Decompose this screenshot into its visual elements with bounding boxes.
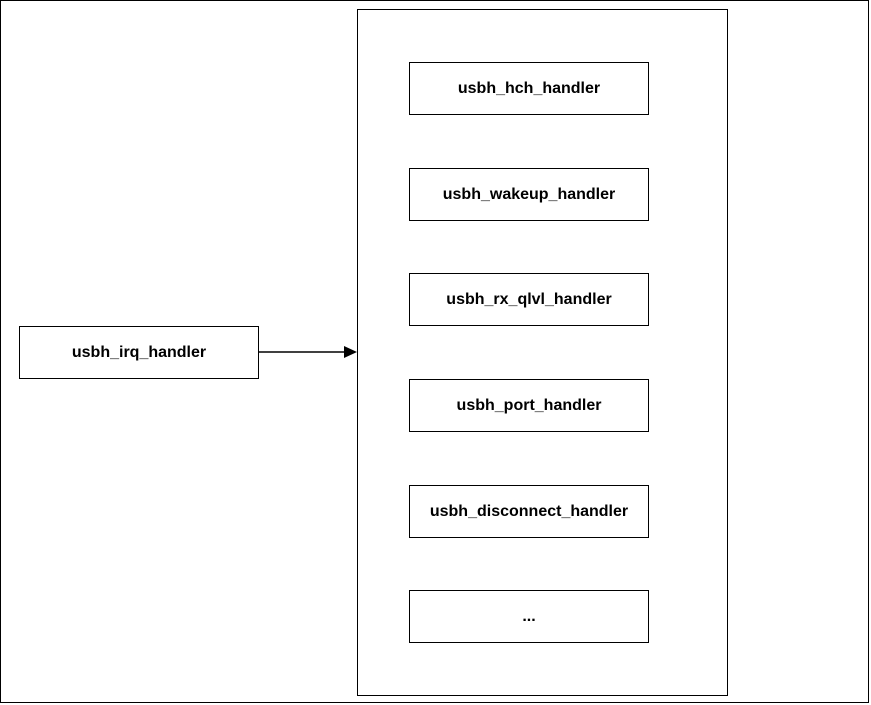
- irq-handler-box: usbh_irq_handler: [19, 326, 259, 379]
- more-handlers-box: ...: [409, 590, 649, 643]
- arrow-head: [344, 346, 357, 358]
- rx-qlvl-handler-label: usbh_rx_qlvl_handler: [446, 290, 612, 308]
- hch-handler-box: usbh_hch_handler: [409, 62, 649, 115]
- irq-handler-label: usbh_irq_handler: [71, 343, 207, 361]
- handler-group-container: [357, 9, 728, 696]
- wakeup-handler-label: usbh_wakeup_handler: [442, 185, 616, 203]
- more-handlers-label: ...: [522, 607, 536, 625]
- disconnect-handler-label: usbh_disconnect_handler: [429, 502, 629, 520]
- port-handler-box: usbh_port_handler: [409, 379, 649, 432]
- port-handler-label: usbh_port_handler: [456, 396, 602, 414]
- hch-handler-label: usbh_hch_handler: [457, 79, 601, 97]
- rx-qlvl-handler-box: usbh_rx_qlvl_handler: [409, 273, 649, 326]
- wakeup-handler-box: usbh_wakeup_handler: [409, 168, 649, 221]
- disconnect-handler-box: usbh_disconnect_handler: [409, 485, 649, 538]
